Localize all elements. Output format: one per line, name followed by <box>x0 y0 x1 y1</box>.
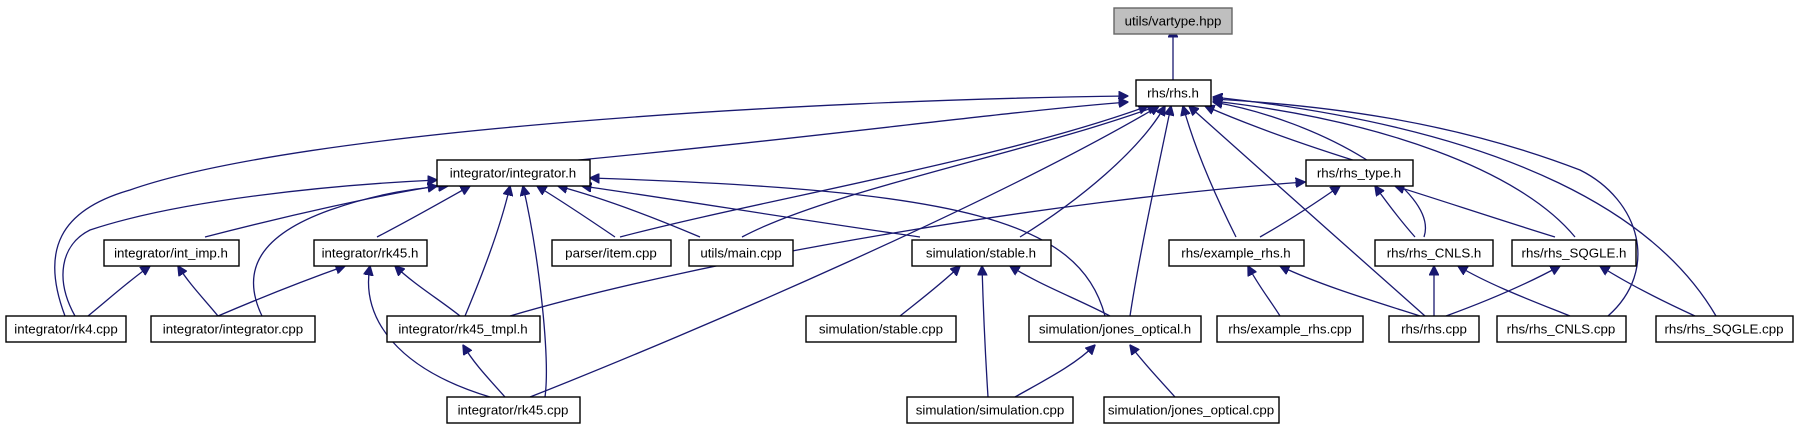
edge <box>582 186 921 238</box>
edge <box>1010 266 1111 317</box>
svg-text:simulation/stable.h: simulation/stable.h <box>926 246 1036 261</box>
edge <box>1375 186 1416 238</box>
edge <box>1213 101 1576 238</box>
edge <box>1458 266 1571 317</box>
edge <box>1213 102 1427 238</box>
edge <box>1259 186 1340 238</box>
edge <box>1213 99 1639 317</box>
edge <box>514 102 1128 167</box>
node-simulation-jones-optical-cpp[interactable]: simulation/jones_optical.cpp <box>1103 396 1280 424</box>
svg-text:rhs/rhs_CNLS.h: rhs/rhs_CNLS.h <box>1387 246 1482 261</box>
svg-text:integrator/integrator.cpp: integrator/integrator.cpp <box>163 322 303 337</box>
edge <box>87 266 150 317</box>
edge <box>1395 186 1556 238</box>
node-rhs-rhs-cpp[interactable]: rhs/rhs.cpp <box>1388 315 1480 343</box>
svg-text:simulation/simulation.cpp: simulation/simulation.cpp <box>916 403 1065 418</box>
svg-text:rhs/rhs_type.h: rhs/rhs_type.h <box>1317 166 1401 181</box>
svg-text:rhs/rhs_SQGLE.cpp: rhs/rhs_SQGLE.cpp <box>1665 322 1784 337</box>
svg-text:integrator/rk4.cpp: integrator/rk4.cpp <box>14 322 117 337</box>
edge <box>537 186 616 238</box>
svg-text:parser/item.cpp: parser/item.cpp <box>565 246 657 261</box>
edge <box>1130 345 1176 398</box>
node-parser-item-cpp[interactable]: parser/item.cpp <box>551 239 672 267</box>
edge <box>1213 97 1717 317</box>
svg-text:integrator/rk45.cpp: integrator/rk45.cpp <box>458 403 569 418</box>
svg-text:simulation/stable.cpp: simulation/stable.cpp <box>819 322 943 337</box>
dependency-edges <box>54 28 1717 398</box>
edge <box>62 180 437 317</box>
node-integrator-integrator-cpp[interactable]: integrator/integrator.cpp <box>150 315 316 343</box>
node-simulation-stable-h[interactable]: simulation/stable.h <box>911 239 1052 267</box>
svg-text:utils/vartype.hpp: utils/vartype.hpp <box>1125 14 1222 29</box>
svg-text:simulation/jones_optical.h: simulation/jones_optical.h <box>1039 322 1191 337</box>
edge <box>1183 106 1237 238</box>
svg-text:integrator/integrator.h: integrator/integrator.h <box>450 166 576 181</box>
edge <box>899 266 960 317</box>
edge <box>1600 266 1696 317</box>
node-rhs-rhs-sqgle-h[interactable]: rhs/rhs_SQGLE.h <box>1511 239 1637 267</box>
edge <box>1019 106 1165 238</box>
node-integrator-rk45-tmpl-h[interactable]: integrator/rk45_tmpl.h <box>386 315 541 343</box>
edge <box>1129 106 1171 317</box>
edge <box>1280 266 1421 317</box>
node-rhs-rhs-cnls-h[interactable]: rhs/rhs_CNLS.h <box>1374 239 1494 267</box>
node-simulation-jones-optical-h[interactable]: simulation/jones_optical.h <box>1028 315 1202 343</box>
svg-text:rhs/rhs.h: rhs/rhs.h <box>1147 86 1199 101</box>
edge <box>464 186 510 317</box>
dependency-nodes: utils/vartype.hpp rhs/rhs.h integrator/i… <box>5 7 1794 424</box>
svg-text:integrator/rk45_tmpl.h: integrator/rk45_tmpl.h <box>398 322 527 337</box>
edge <box>1445 266 1560 317</box>
edge <box>204 186 437 238</box>
node-rhs-rhs-type-h[interactable]: rhs/rhs_type.h <box>1305 159 1414 187</box>
edge <box>558 186 701 238</box>
edge <box>1205 106 1373 167</box>
svg-text:integrator/int_imp.h: integrator/int_imp.h <box>114 246 228 261</box>
svg-text:simulation/jones_optical.cpp: simulation/jones_optical.cpp <box>1108 403 1274 418</box>
node-integrator-rk4-cpp[interactable]: integrator/rk4.cpp <box>5 315 127 343</box>
edge <box>178 266 219 317</box>
edge <box>509 182 1305 317</box>
edge <box>741 106 1157 238</box>
edge <box>376 186 470 238</box>
edge <box>1248 266 1281 317</box>
svg-text:rhs/rhs_CNLS.cpp: rhs/rhs_CNLS.cpp <box>1507 322 1616 337</box>
node-utils-main-cpp[interactable]: utils/main.cpp <box>688 239 794 267</box>
svg-text:rhs/rhs_SQGLE.h: rhs/rhs_SQGLE.h <box>1522 246 1627 261</box>
edge <box>619 106 1148 238</box>
edge <box>463 345 506 398</box>
svg-text:rhs/example_rhs.cpp: rhs/example_rhs.cpp <box>1228 322 1351 337</box>
node-simulation-simulation-cpp[interactable]: simulation/simulation.cpp <box>906 396 1074 424</box>
edge <box>252 186 448 317</box>
node-rhs-rhs-sqgle-cpp[interactable]: rhs/rhs_SQGLE.cpp <box>1655 315 1794 343</box>
edge <box>217 266 345 317</box>
node-integrator-rk45-h[interactable]: integrator/rk45.h <box>313 239 428 267</box>
edge <box>590 178 1106 317</box>
svg-text:rhs/example_rhs.h: rhs/example_rhs.h <box>1181 246 1290 261</box>
edge <box>1189 106 1426 317</box>
node-simulation-stable-cpp[interactable]: simulation/stable.cpp <box>805 315 957 343</box>
node-rhs-example-rhs-h[interactable]: rhs/example_rhs.h <box>1168 239 1305 267</box>
svg-text:rhs/rhs.cpp: rhs/rhs.cpp <box>1401 322 1467 337</box>
node-integrator-integrator-h[interactable]: integrator/integrator.h <box>436 159 591 187</box>
edge <box>1014 345 1095 398</box>
edge <box>395 266 461 317</box>
edge <box>529 106 1159 398</box>
svg-text:utils/main.cpp: utils/main.cpp <box>700 246 781 261</box>
edge <box>523 186 547 398</box>
node-rhs-example-rhs-cpp[interactable]: rhs/example_rhs.cpp <box>1216 315 1364 343</box>
node-utils-vartype-hpp[interactable]: utils/vartype.hpp <box>1113 7 1233 35</box>
edge <box>54 96 1128 317</box>
node-integrator-int-imp-h[interactable]: integrator/int_imp.h <box>103 239 240 267</box>
edge <box>982 266 989 398</box>
svg-text:integrator/rk45.h: integrator/rk45.h <box>322 246 419 261</box>
node-rhs-rhs-cnls-cpp[interactable]: rhs/rhs_CNLS.cpp <box>1496 315 1627 343</box>
node-integrator-rk45-cpp[interactable]: integrator/rk45.cpp <box>446 396 581 424</box>
node-rhs-rhs-h[interactable]: rhs/rhs.h <box>1135 79 1212 107</box>
